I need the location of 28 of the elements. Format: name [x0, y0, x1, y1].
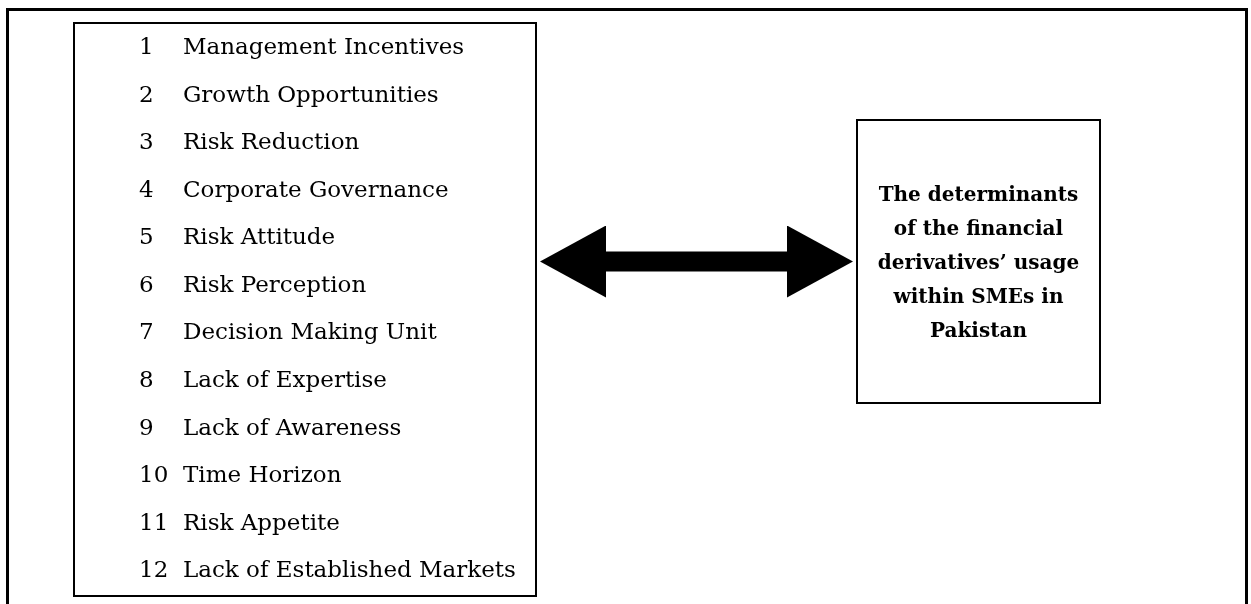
item-number: 5	[139, 222, 155, 252]
item-number: 1	[139, 32, 155, 61]
item-number: 9	[139, 412, 155, 442]
item-number: 10	[139, 460, 170, 490]
list-item: Management Incentives	[183, 32, 466, 61]
process-box	[856, 119, 1101, 404]
item-number: 11	[139, 507, 170, 537]
item-number: 12	[139, 555, 170, 585]
list-item: Growth Opportunities	[183, 79, 440, 109]
item-number: 8	[139, 365, 155, 395]
list-item: Lack of Established Markets	[183, 555, 517, 585]
double-arrow	[540, 225, 853, 298]
list-box	[73, 22, 537, 597]
list-item: Risk Perception	[183, 269, 368, 299]
item-number: 6	[139, 269, 155, 299]
list-item: Corporate Governance	[183, 174, 450, 204]
list-item: Risk Reduction	[183, 127, 361, 157]
item-number: 3	[139, 127, 155, 157]
list-item: Risk Attitude	[183, 222, 337, 252]
list-item: Lack of Awareness	[183, 412, 403, 442]
item-number: 7	[139, 317, 155, 347]
item-number: 2	[139, 79, 155, 109]
list-item: Time Horizon	[183, 460, 343, 490]
list-item: Risk Appetite	[183, 507, 341, 537]
list-item: Decision Making Unit	[183, 317, 438, 347]
box-title: The determinants of the financial derivatives’ usage within SMEs in Pakistan	[876, 180, 1081, 344]
list-item: Lack of Expertise	[183, 365, 388, 395]
item-number: 4	[139, 174, 155, 204]
